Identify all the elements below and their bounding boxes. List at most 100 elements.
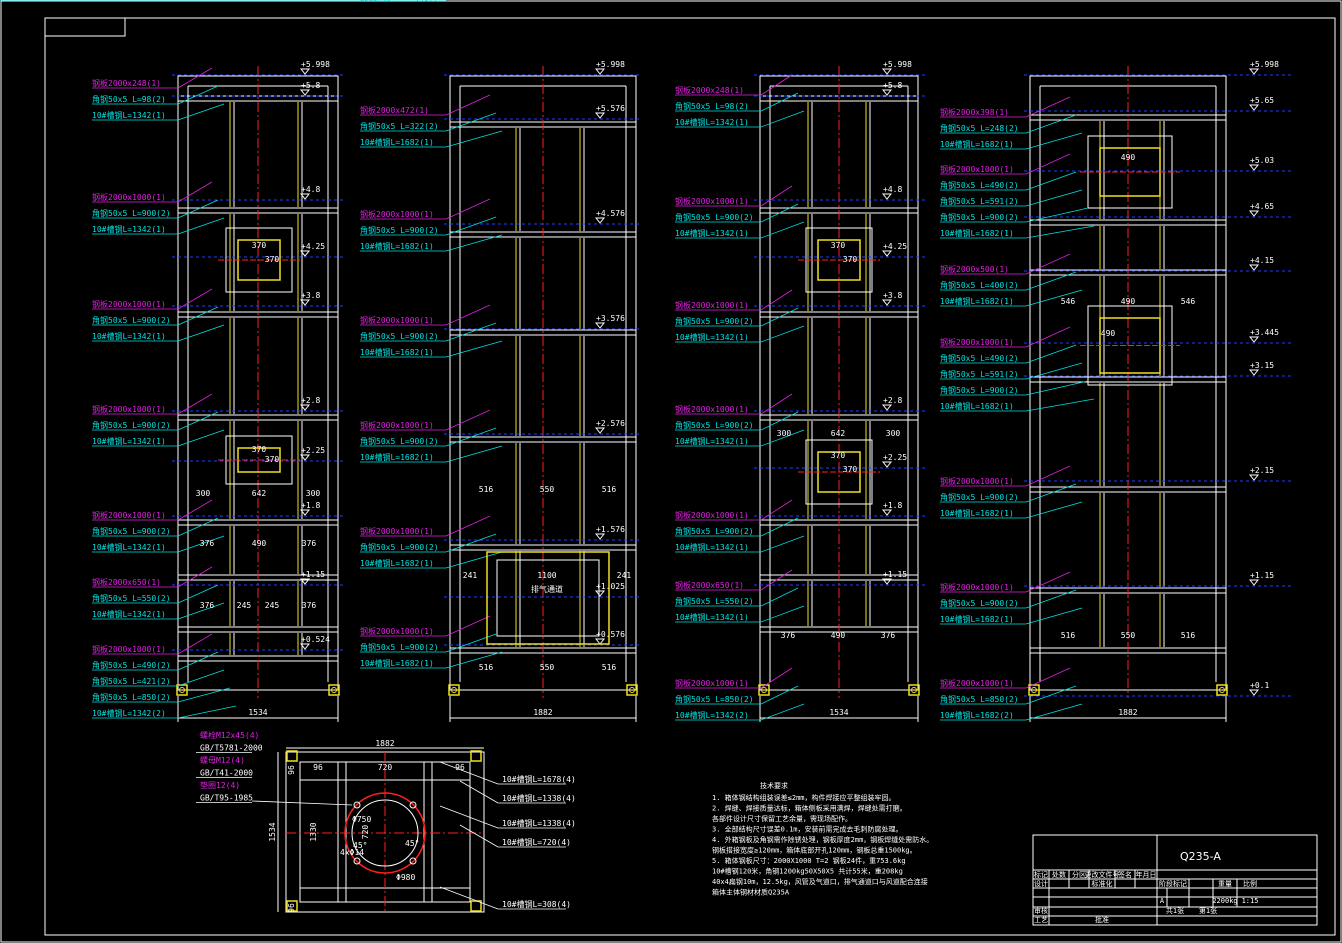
dimension-value: 370 xyxy=(252,241,267,250)
member-label: 角钢50x5 L=900(2) xyxy=(92,526,171,536)
leader-line xyxy=(445,216,497,236)
leader-line xyxy=(177,687,231,703)
leader-line xyxy=(177,499,213,521)
elevation-view-1: +5.998+5.8+4.8+4.25+3.8+2.8+2.25+1.8+1.1… xyxy=(92,60,345,722)
plate-label: 钢板2000x1000(1) xyxy=(360,209,434,219)
elevation-value: +4.8 xyxy=(883,185,902,194)
note-line: 1. 箱体钢结构组装误差≤2mm，构件焊接应平整组装牢固。 xyxy=(712,793,896,802)
elevation-value: +3.15 xyxy=(1250,361,1274,370)
leader-line xyxy=(177,429,225,447)
leader-line xyxy=(1025,153,1071,175)
elevation-marker xyxy=(299,643,311,650)
elevation-marker xyxy=(881,461,893,468)
leader-line xyxy=(445,322,497,342)
leader-line xyxy=(1025,114,1077,134)
leader-line xyxy=(1025,501,1083,519)
member-label: 角钢50x5 L=900(2) xyxy=(675,212,754,222)
leader-line xyxy=(760,307,799,327)
leader-line xyxy=(1025,398,1095,412)
member-label: 10#槽钢L=1342(1) xyxy=(92,542,166,552)
leader-line xyxy=(1025,685,1077,705)
plan-dim: 720 xyxy=(378,763,393,772)
member-label: 角钢50x5 L=900(2) xyxy=(360,542,439,552)
plate-label: 钢板2000x472(1) xyxy=(360,105,429,115)
member-label: 角钢50x5 L=900(2) xyxy=(360,436,439,446)
elevation-marker xyxy=(299,578,311,585)
dimension-value: 370 xyxy=(831,451,846,460)
dimension-value: 490 xyxy=(1121,153,1136,162)
dimension-value: 376 xyxy=(200,601,215,610)
bolt-hole xyxy=(353,857,361,865)
anchor-bolt xyxy=(1216,684,1228,696)
title-block-cell: 阶段标记 xyxy=(1159,879,1187,888)
title-block-cell: 批准 xyxy=(1095,915,1109,924)
anchor-bolt xyxy=(448,684,460,696)
plate-label: 钢板2000x1000(1) xyxy=(92,192,166,202)
plate-label: 钢板2000x1000(1) xyxy=(92,404,166,414)
leader-line xyxy=(177,324,225,342)
elevation-marker xyxy=(1248,164,1260,171)
circle-annotation: 45° xyxy=(405,839,419,848)
bolt-hole xyxy=(409,801,417,809)
plate-label: 钢板2000x650(1) xyxy=(675,580,744,590)
elevation-view-3: +5.998+5.8+4.8+4.25+3.8+2.8+2.25+1.8+1.1… xyxy=(675,60,927,722)
member-label: 10#槽钢L=1342(1) xyxy=(675,542,749,552)
elevation-value: +2.25 xyxy=(301,446,325,455)
leader-line xyxy=(1025,589,1077,609)
elevation-marker xyxy=(299,509,311,516)
member-label: 角钢50x5 L=900(2) xyxy=(675,526,754,536)
plate-label: 钢板2000x1000(1) xyxy=(360,626,434,636)
member-label: 10#槽钢L=1682(1) xyxy=(360,241,434,251)
elevation-marker xyxy=(1248,210,1260,217)
member-label: 10#槽钢L=1682(2) xyxy=(940,710,1014,720)
dimension-value: 376 xyxy=(302,539,317,548)
leader-line xyxy=(177,517,219,537)
leader-line xyxy=(1025,344,1077,364)
dimension-value: 490 xyxy=(1121,297,1136,306)
elevation-value: +4.25 xyxy=(883,242,907,251)
leader-line xyxy=(445,198,491,220)
sheet-number: 第1张 xyxy=(1199,906,1217,915)
leader-line xyxy=(1025,225,1095,239)
member-label: 角钢50x5 L=900(2) xyxy=(92,208,171,218)
member-label: 10#槽钢L=1682(1) xyxy=(940,508,1014,518)
hardware-spec: 垫圈12(4) xyxy=(200,780,240,790)
leader-line xyxy=(177,67,213,89)
leader-line xyxy=(760,605,805,623)
leader-line xyxy=(760,289,793,311)
title-block-cell: 设计 xyxy=(1034,879,1048,888)
plate-label: 钢板2000x1000(1) xyxy=(675,510,749,520)
plate-label: 钢板2000x248(1) xyxy=(92,78,161,88)
leader-line xyxy=(1025,667,1071,689)
member-label: 10#槽钢L=1342(1) xyxy=(92,224,166,234)
elevation-views: +5.998+5.8+4.8+4.25+3.8+2.8+2.25+1.8+1.1… xyxy=(0,0,1294,722)
leader-line xyxy=(760,185,793,207)
elevation-marker xyxy=(299,89,311,96)
circle-annotation: 45° xyxy=(353,841,367,850)
member-label: 10#槽钢L=1682(1) xyxy=(940,139,1014,149)
anchor-bolt xyxy=(626,684,638,696)
plate-label: 钢板2000x1000(1) xyxy=(92,644,166,654)
dimension-value: 516 xyxy=(602,485,617,494)
dimension-value: 516 xyxy=(1181,631,1196,640)
corner-bolt xyxy=(286,750,298,762)
member-label: 10#槽钢L=1682(1) xyxy=(360,347,434,357)
member-label: 角钢50x5 L=98(2) xyxy=(92,94,166,104)
title-block-cell: 处数 xyxy=(1052,870,1066,879)
leader-line xyxy=(760,535,805,553)
member-label: 角钢50x5 L=550(2) xyxy=(675,596,754,606)
leader-line xyxy=(177,85,219,105)
corner-bolt xyxy=(470,900,482,912)
elevation-value: +5.998 xyxy=(1250,60,1279,69)
member-label: 角钢50x5 L=276(2) xyxy=(360,0,439,2)
member-label: 角钢50x5 L=421(2) xyxy=(92,676,171,686)
dimension-value: 642 xyxy=(252,489,267,498)
member-label: 10#槽钢L=1682(1) xyxy=(360,558,434,568)
dimension-value: 241 xyxy=(463,571,478,580)
dimension-value: 241 xyxy=(617,571,632,580)
elevation-marker xyxy=(1248,68,1260,75)
elevation-value: +1.025 xyxy=(596,582,625,591)
elevation-value: +2.576 xyxy=(596,419,625,428)
